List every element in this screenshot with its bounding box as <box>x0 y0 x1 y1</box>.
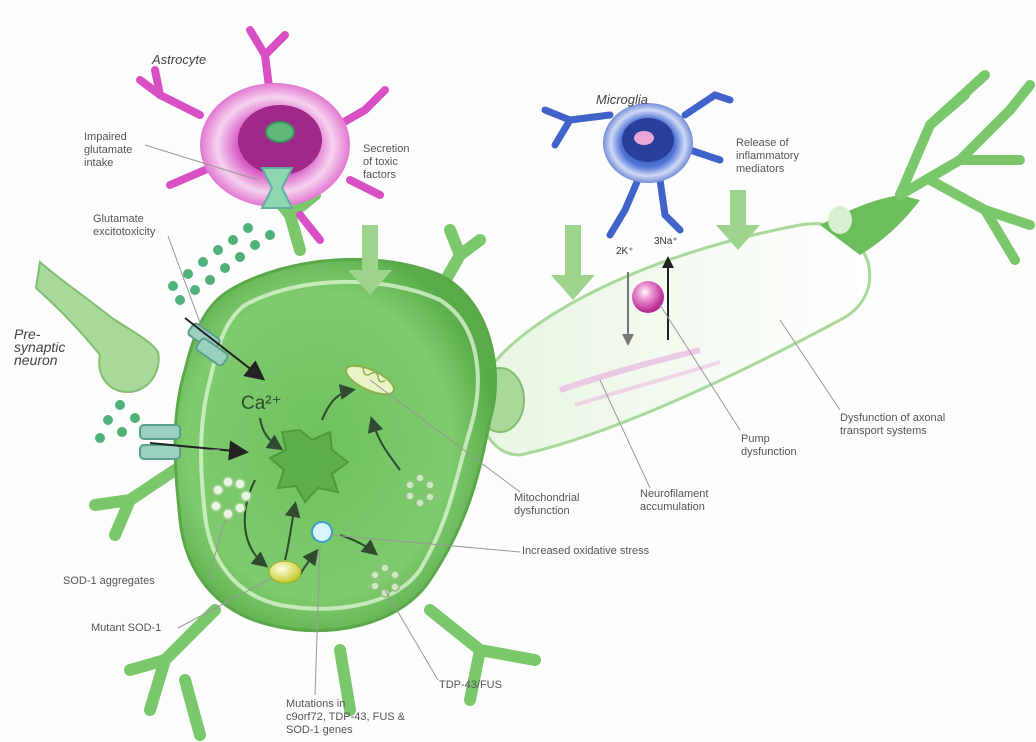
oxidative-stress-label: Increased oxidative stress <box>522 545 649 558</box>
potassium-ion-label: 2K⁺ <box>616 246 634 257</box>
secretion-label: Secretion of toxic factors <box>363 143 409 182</box>
sod1-aggregates-label: SOD-1 aggregates <box>63 575 155 588</box>
pump-dysfunction-label: Pump dysfunction <box>741 433 797 459</box>
neurofilament-label: Neurofilament accumulation <box>640 488 708 514</box>
glutamate-excitotoxicity-label: Glutamate excitotoxicity <box>93 213 155 239</box>
mutations-label: Mutations in c9orf72, TDP-43, FUS & SOD-… <box>286 698 405 737</box>
release-inflammatory-label: Release of inflammatory mediators <box>736 137 799 176</box>
microglia-title: Microglia <box>596 93 648 106</box>
axon-terminal <box>900 75 1030 260</box>
calcium-ion-label: Ca²⁺ <box>241 392 282 415</box>
mutant-sod1 <box>269 561 301 583</box>
mitochondrial-dysfunction-label: Mitochondrial dysfunction <box>514 492 579 518</box>
presynaptic-neuron <box>36 262 159 392</box>
axonal-transport-label: Dysfunction of axonal transport systems <box>840 412 945 438</box>
mutant-sod1-label: Mutant SOD-1 <box>91 622 161 635</box>
microglia-cell <box>545 95 730 235</box>
presynaptic-neuron-label: Pre- synaptic neuron <box>14 328 65 367</box>
ros-molecule <box>312 522 332 542</box>
astrocyte-title: Astrocyte <box>152 53 206 66</box>
tdp43-fus-label: TDP-43/FUS <box>439 679 502 692</box>
neuron-soma <box>175 259 496 630</box>
impaired-glutamate-label: Impaired glutamate intake <box>84 131 132 170</box>
sodium-ion-label: 3Na⁺ <box>654 236 678 247</box>
